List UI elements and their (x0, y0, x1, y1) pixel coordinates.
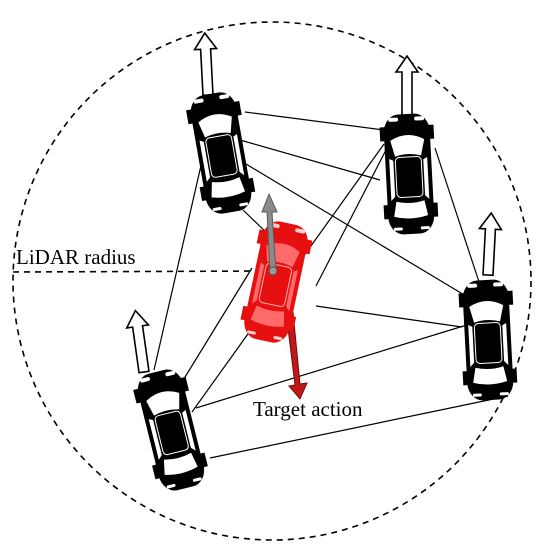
target-action-label: Target action (253, 397, 363, 421)
car-top-view-icon (457, 278, 519, 402)
graph-edge (181, 267, 253, 383)
car-top-view-icon (378, 112, 440, 236)
car-top-view-icon (129, 364, 213, 496)
vehicle-right (457, 211, 519, 402)
graph-edge (315, 305, 463, 328)
car-top-view-icon (183, 88, 259, 218)
ego-heading-arrow-icon (261, 192, 278, 273)
graph-edge (209, 395, 509, 459)
ego-vehicle (236, 192, 316, 400)
graph-edge (434, 147, 481, 286)
lidar-radius-line (12, 270, 273, 273)
vehicle-top-right (378, 55, 440, 236)
heading-arrow-icon (192, 31, 220, 97)
lidar-radius-label: LiDAR radius (16, 245, 136, 269)
heading-arrow-icon (476, 211, 504, 277)
car-top-view-icon (236, 217, 316, 347)
ego-center-dot (268, 266, 278, 276)
graph-edge (235, 157, 477, 303)
graph-edge (239, 139, 381, 181)
heading-arrow-icon (395, 55, 419, 119)
graph-edge (244, 111, 385, 131)
graph-edge (195, 323, 471, 409)
graph-edge (153, 134, 209, 371)
lidar-range-circle (12, 21, 532, 541)
graph-edge (315, 147, 388, 287)
heading-arrow-icon (123, 308, 156, 375)
